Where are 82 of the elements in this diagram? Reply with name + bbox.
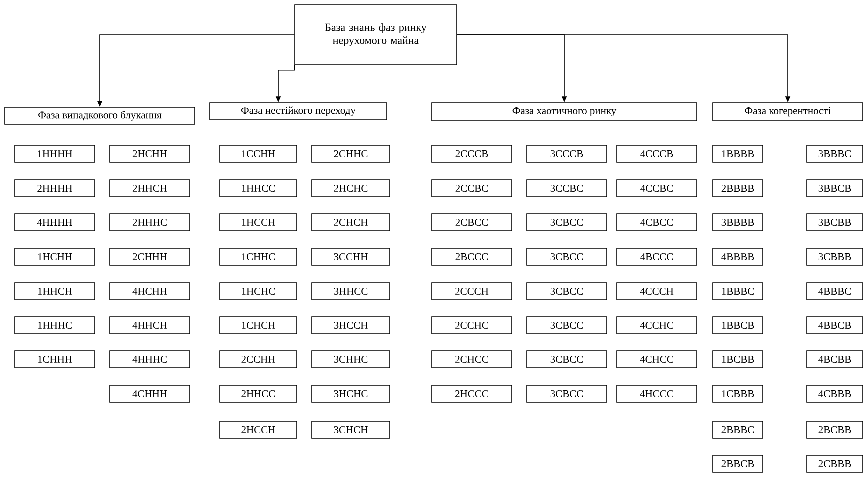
code-box: 2ВССС [432,248,512,266]
code-box: 4СВСС [616,214,698,232]
code-box: 4СННН [110,385,190,403]
code-box: 1НННС [14,316,96,334]
code-box: 2СВСС [432,214,512,232]
phase-header-box: Фаза хаотичного ринку [432,102,698,122]
code-box: 2НССН [220,421,298,439]
phase-header-box: Фаза когерентності [712,102,864,122]
code-box: 3ВВСВ [806,180,864,198]
code-box: 4ВСВВ [806,350,864,368]
code-box: 2НННН [14,180,96,198]
code-box: 4ВВСВ [806,316,864,334]
code-box: 3СВВВ [806,248,864,266]
code-box: 4ССНС [616,316,698,334]
code-box: 2ННСС [220,385,298,403]
phase-header-box: Фаза випадкового блукання [4,107,196,125]
code-box: 3СВСС [526,350,608,368]
code-box: 1СВВВ [712,385,764,403]
code-box: 3СВСС [526,385,608,403]
code-box: 3СВСС [526,214,608,232]
code-box: 2ССНН [220,350,298,368]
code-box: 2СНСН [312,214,390,232]
code-box: 4ВССС [616,248,698,266]
code-box: 4ВВВС [806,282,864,300]
code-box: 1ВВВС [712,282,764,300]
code-box: 3СННС [312,350,390,368]
code-box: 2НСНН [110,145,190,163]
code-box: 3ВСВВ [806,214,864,232]
code-box: 1ННСН [14,282,96,300]
code-box: 4НСНН [110,282,190,300]
code-box: 1СНСН [220,316,298,334]
code-box: 3СВСС [526,248,608,266]
code-box: 1ВВВВ [712,145,764,163]
code-box: 3СВСС [526,282,608,300]
code-box: 2СННН [110,248,190,266]
code-box: 4СВВВ [806,385,864,403]
code-box: 1НСНН [14,248,96,266]
code-box: 1ВСВВ [712,350,764,368]
code-box: 4НННС [110,350,190,368]
code-box: 2СССВ [432,145,512,163]
code-box: 2ННСН [110,180,190,198]
code-box: 1НННН [14,145,96,163]
code-box: 4ВВВВ [712,248,764,266]
phase-header-box: Фаза нестійкого переходу [210,102,388,120]
code-box: 1ССНН [220,145,298,163]
code-box: 1НССН [220,214,298,232]
code-box: 2ВВСВ [712,455,764,473]
code-box: 1ВВСВ [712,316,764,334]
code-box: 2НННС [110,214,190,232]
code-box: 1НСНС [220,282,298,300]
code-box: 2ССНС [432,316,512,334]
code-box: 1СННС [220,248,298,266]
code-box: 3СССВ [526,145,608,163]
root-box: База знань фаз ринку нерухомого майна [294,4,458,66]
code-box: 4НННН [14,214,96,232]
code-box: 3ССВС [526,180,608,198]
code-box: 2ССВС [432,180,512,198]
code-box: 3НСНС [312,385,390,403]
code-box: 2СССН [432,282,512,300]
code-box: 2ВВВС [712,421,764,439]
code-box: 1ННСС [220,180,298,198]
code-box: 3ННСС [312,282,390,300]
code-box: 1СННН [14,350,96,368]
code-box: 4СНСС [616,350,698,368]
code-box: 2ВСВВ [806,421,864,439]
code-box: 4СССВ [616,145,698,163]
code-box: 4СССН [616,282,698,300]
code-box: 2СВВВ [806,455,864,473]
code-box: 3ВВВВ [712,214,764,232]
code-box: 3ВВВС [806,145,864,163]
code-box: 4НССС [616,385,698,403]
code-box: 3ССНН [312,248,390,266]
code-box: 4ННСН [110,316,190,334]
code-box: 2НССС [432,385,512,403]
code-box: 3СВСС [526,316,608,334]
code-box: 2ВВВВ [712,180,764,198]
code-box: 2НСНС [312,180,390,198]
code-box: 2СННС [312,145,390,163]
code-box: 2СНСС [432,350,512,368]
code-box: 3СНСН [312,421,390,439]
code-box: 3НССН [312,316,390,334]
code-box: 4ССВС [616,180,698,198]
